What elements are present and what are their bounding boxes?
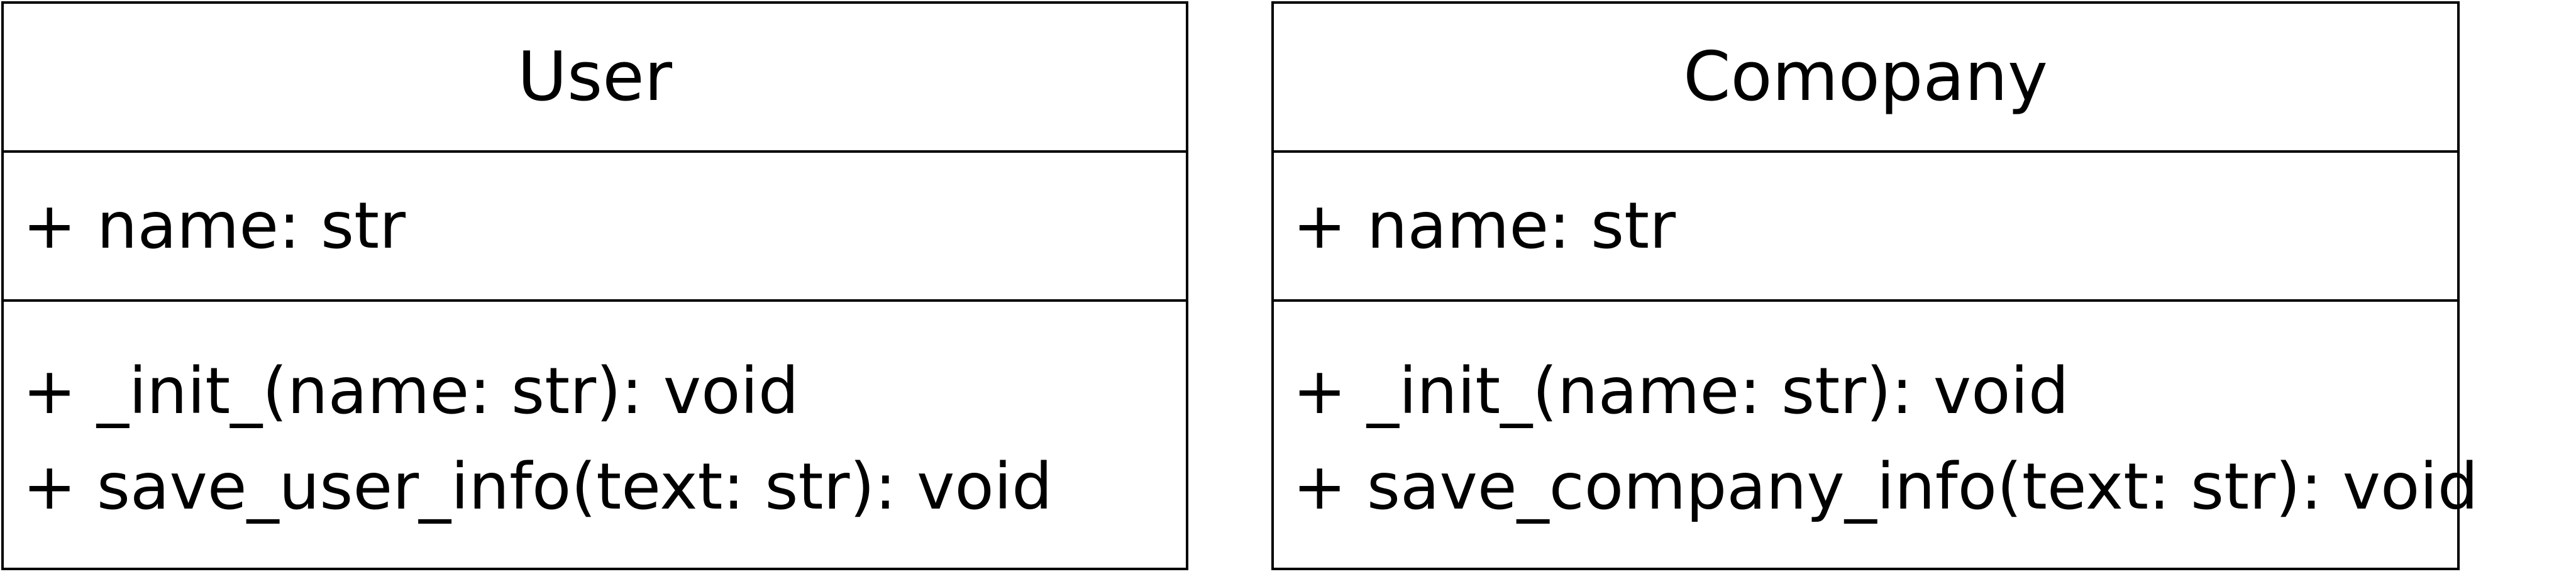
methods-compartment: + _init_(name: str): void + save_company… <box>1274 302 2479 551</box>
attributes-compartment: + name: str <box>4 153 1186 302</box>
attribute-name: + name: str <box>23 188 406 263</box>
method-save-company-info: + save_company_info(text: str): void <box>1293 449 2479 524</box>
uml-class-company: Comopany + name: str + _init_(name: str)… <box>1271 1 2479 570</box>
methods-compartment: + _init_(name: str): void + save_user_in… <box>4 302 1186 551</box>
method-init: + _init_(name: str): void <box>23 354 799 429</box>
method-save-user-info: + save_user_info(text: str): void <box>23 449 1053 524</box>
attribute-name: + name: str <box>1293 188 1676 263</box>
class-name: User <box>4 4 1186 153</box>
method-init: + _init_(name: str): void <box>1293 354 2069 429</box>
uml-class-user: User + name: str + _init_(name: str): vo… <box>1 1 1188 570</box>
attributes-compartment: + name: str <box>1274 153 2457 302</box>
class-name: Comopany <box>1274 4 2457 153</box>
